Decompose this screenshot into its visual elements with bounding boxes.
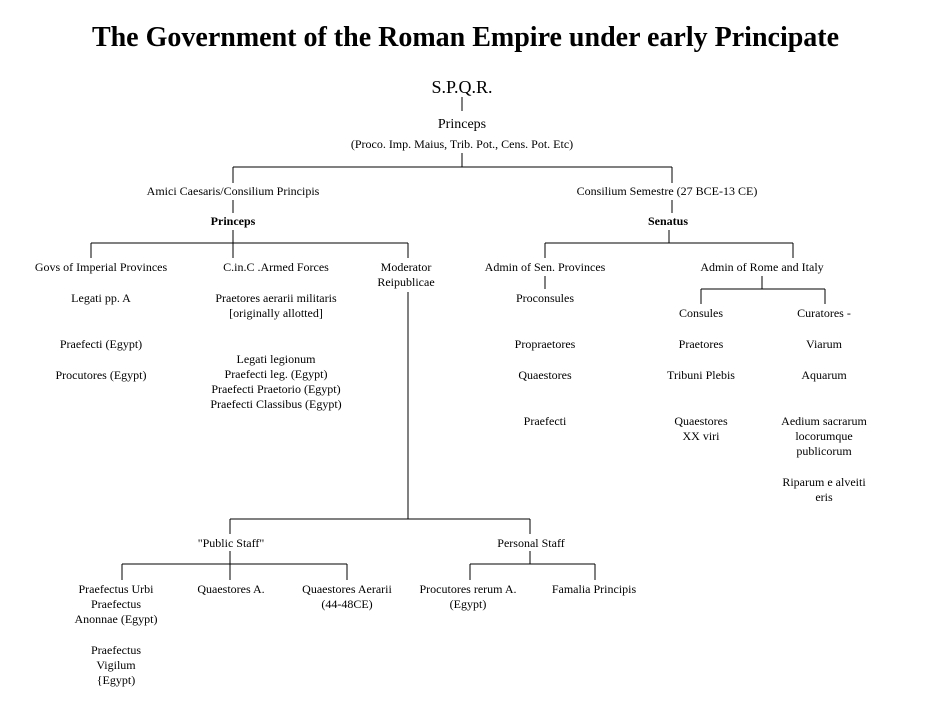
node-princeps-top: Princeps xyxy=(437,117,487,132)
node-praefecti: Praefecti xyxy=(523,414,567,428)
node-line: publicorum xyxy=(796,444,852,458)
node-line: Procutores rerum A. xyxy=(419,582,517,596)
node-line: locorumque xyxy=(795,429,853,443)
node-line: Praefectus xyxy=(91,597,141,611)
node-line: Aedium sacrarum xyxy=(781,414,867,428)
node-line: Legati legionum xyxy=(236,352,316,366)
node-line: Anonnae (Egypt) xyxy=(74,612,158,626)
node-line: Praefecti Praetorio (Egypt) xyxy=(211,382,341,396)
node-line: Praefectus xyxy=(91,643,141,657)
node-aedium: Aedium sacrarum locorumque publicorum xyxy=(781,414,867,459)
node-quaestores-aerarii: Quaestores Aerarii (44-48CE) xyxy=(302,582,392,612)
node-legati-pp: Legati pp. A xyxy=(71,291,131,305)
node-line: Quaestores Aerarii xyxy=(302,582,392,596)
node-praetores: Praetores xyxy=(678,337,724,351)
node-senatus: Senatus xyxy=(647,214,689,228)
node-praefectus-urbi: Praefectus Urbi Praefectus Anonnae (Egyp… xyxy=(75,582,158,627)
node-line: eris xyxy=(815,490,833,504)
node-riparum: Riparum e alveiti eris xyxy=(782,475,865,505)
node-line: Riparum e alveiti xyxy=(782,475,866,489)
node-line: XX viri xyxy=(682,429,720,443)
node-line: (Egypt) xyxy=(449,597,487,611)
page-title: The Government of the Roman Empire under… xyxy=(91,22,840,53)
node-line: Praefecti Classibus (Egypt) xyxy=(210,397,342,411)
node-admin-sen: Admin of Sen. Provinces xyxy=(484,260,606,274)
node-viarum: Viarum xyxy=(806,337,842,351)
node-line: Praefecti leg. (Egypt) xyxy=(224,367,328,381)
node-tribuni: Tribuni Plebis xyxy=(667,368,735,382)
node-line: Praetores aerarii militaris xyxy=(215,291,337,305)
node-moderator: Moderator Reipublicae xyxy=(377,260,434,290)
node-propraetores: Propraetores xyxy=(514,337,576,351)
node-consilium-semestre: Consilium Semestre (27 BCE-13 CE) xyxy=(576,184,758,198)
node-line: Moderator xyxy=(380,260,432,274)
node-personal-staff: Personal Staff xyxy=(497,536,565,550)
node-amici: Amici Caesaris/Consilium Principis xyxy=(146,184,320,198)
node-praetores-aerarii: Praetores aerarii militaris [originally … xyxy=(215,291,336,321)
node-princeps: Princeps xyxy=(210,214,256,228)
node-curatores: Curatores - xyxy=(797,306,851,320)
node-procutores-egypt: Procutores (Egypt) xyxy=(55,368,147,382)
node-armed-forces: C.in.C .Armed Forces xyxy=(223,260,329,274)
node-line: Quaestores xyxy=(674,414,728,428)
node-praefecti-egypt: Praefecti (Egypt) xyxy=(59,337,143,351)
node-aquarum: Aquarum xyxy=(801,368,847,382)
node-line: Vigilum xyxy=(96,658,136,672)
node-procutores-rerum: Procutores rerum A. (Egypt) xyxy=(420,582,517,612)
node-line: Reipublicae xyxy=(377,275,435,289)
node-line: {Egypt) xyxy=(96,673,136,687)
node-govs-imperial: Govs of Imperial Provinces xyxy=(34,260,168,274)
node-legati-legionum: Legati legionum Praefecti leg. (Egypt) P… xyxy=(210,352,341,412)
node-consules: Consules xyxy=(678,306,724,320)
node-public-staff: "Public Staff" xyxy=(197,536,265,550)
node-quaestores-a: Quaestores A. xyxy=(197,582,265,596)
node-spqr: S.P.Q.R. xyxy=(431,77,493,97)
node-line: Praefectus Urbi xyxy=(78,582,154,596)
node-admin-rome: Admin of Rome and Italy xyxy=(700,260,824,274)
node-quaestores-xx: Quaestores XX viri xyxy=(674,414,727,444)
node-line: (44-48CE) xyxy=(321,597,373,611)
node-famalia: Famalia Principis xyxy=(551,582,637,596)
node-line: [originally allotted] xyxy=(229,306,323,320)
node-praefectus-vigilum: Praefectus Vigilum {Egypt) xyxy=(91,643,141,688)
node-proconsules: Proconsules xyxy=(516,291,574,305)
node-princeps-powers: (Proco. Imp. Maius, Trib. Pot., Cens. Po… xyxy=(350,137,574,151)
node-quaestores: Quaestores xyxy=(518,368,572,382)
